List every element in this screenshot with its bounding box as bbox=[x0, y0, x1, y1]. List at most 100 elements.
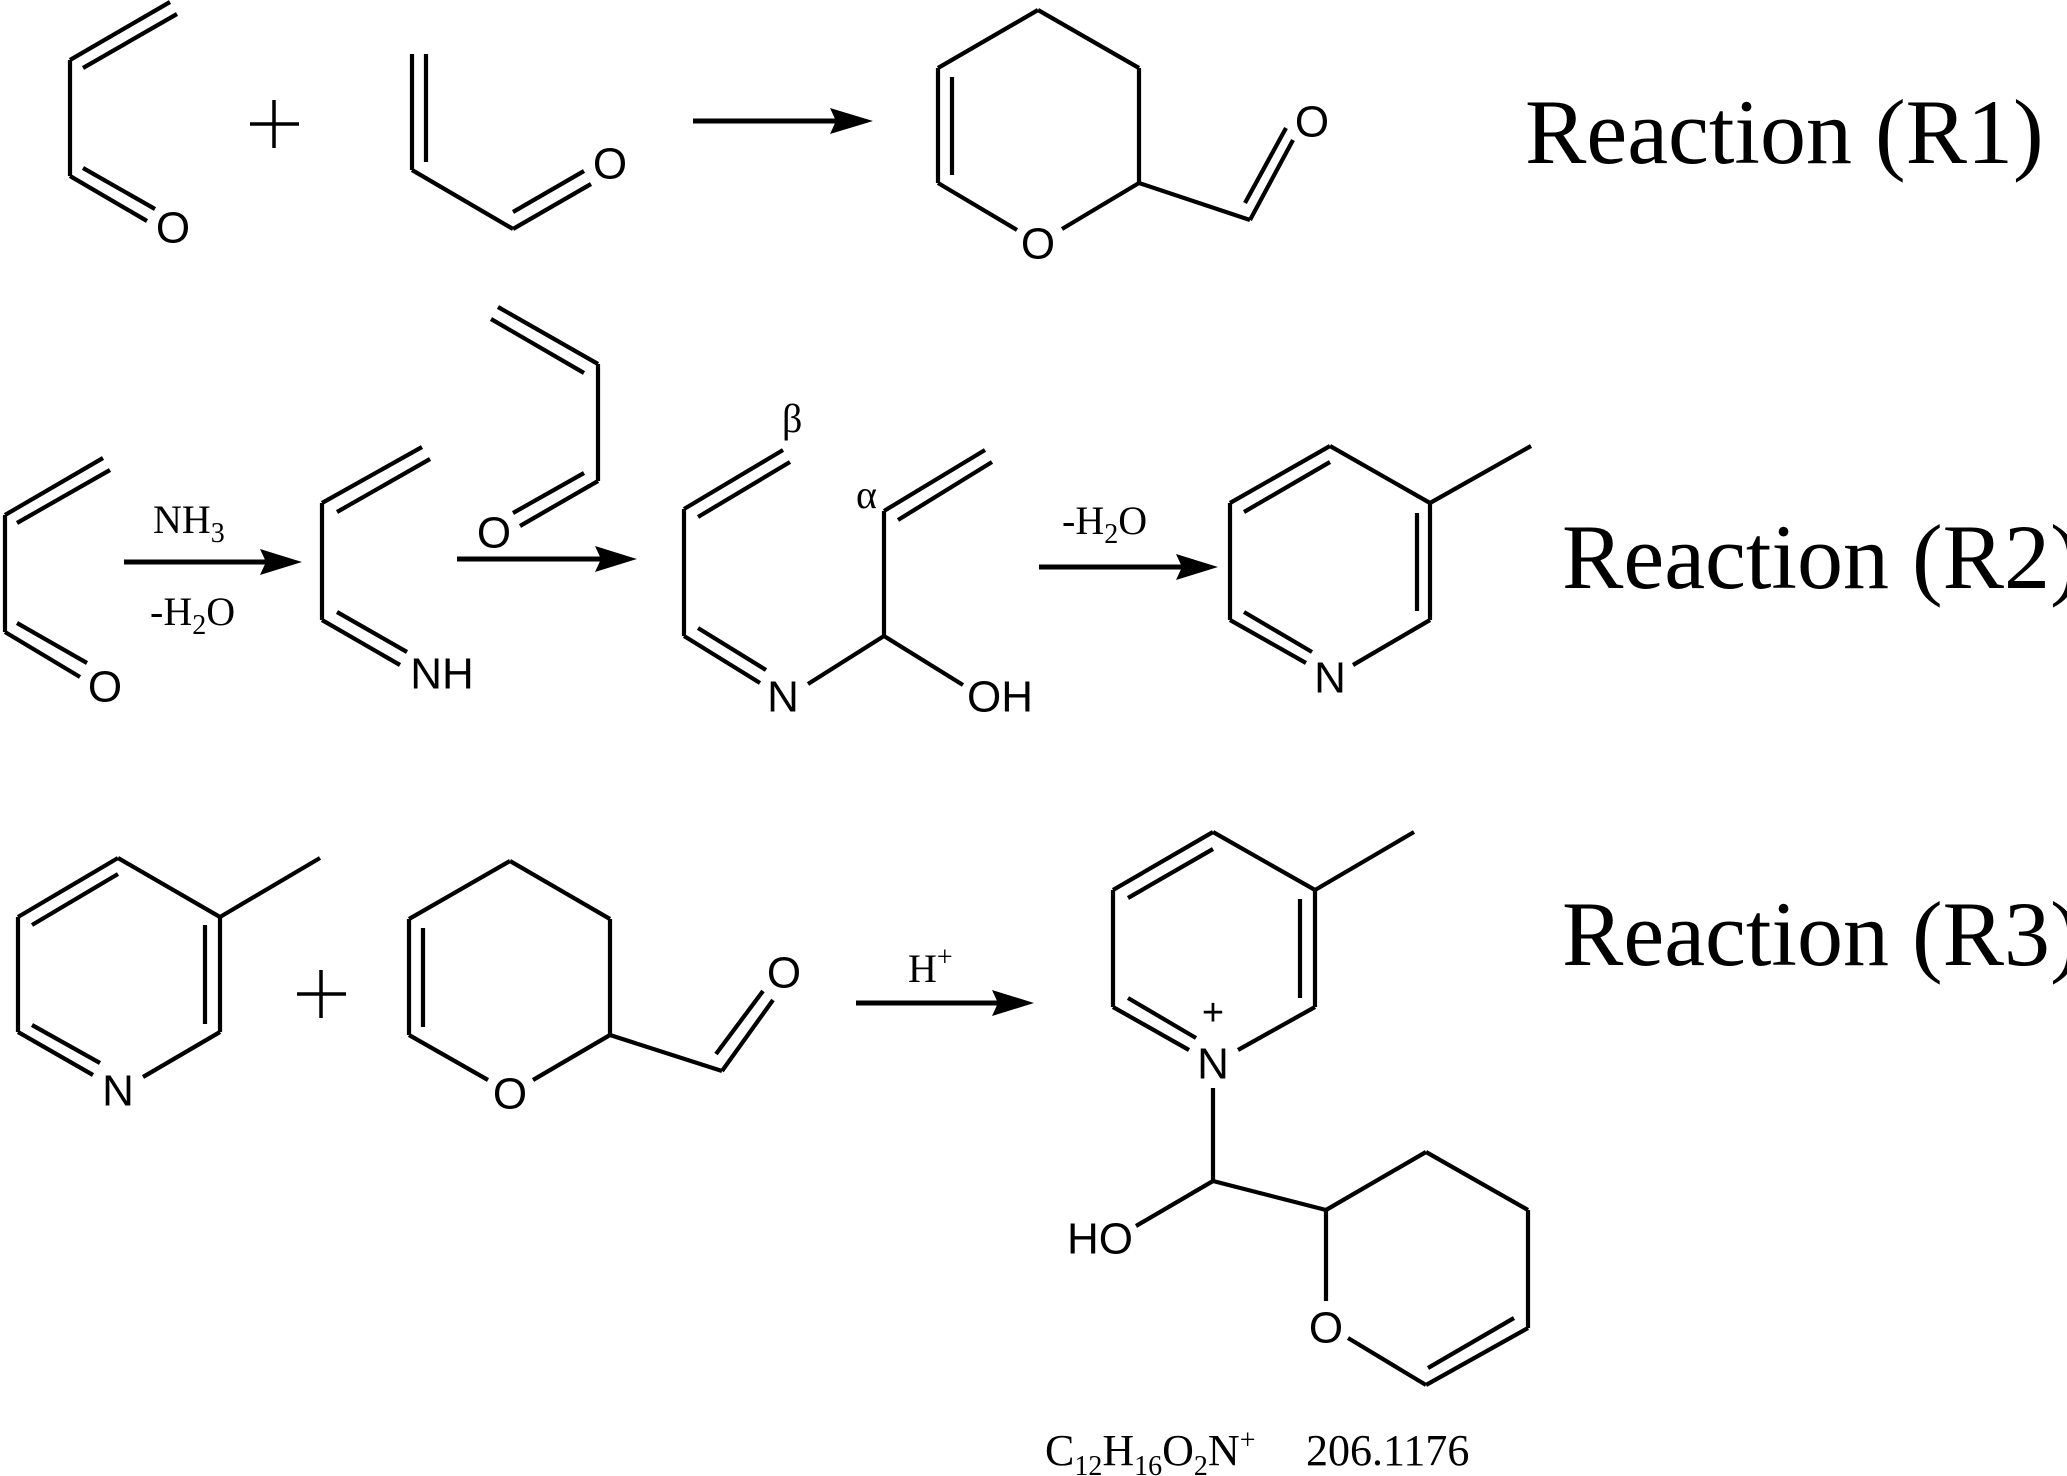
oxygen-atom: O bbox=[156, 204, 190, 253]
r2-imine: NH bbox=[319, 445, 474, 699]
nitrogen-atom: N bbox=[767, 673, 799, 722]
bond bbox=[141, 1030, 222, 1079]
nh-group: NH bbox=[410, 650, 474, 699]
bond bbox=[1236, 1005, 1317, 1052]
bond bbox=[3, 456, 105, 517]
bond bbox=[531, 1033, 612, 1082]
bond bbox=[1111, 830, 1215, 892]
bond bbox=[68, 174, 149, 223]
bond bbox=[806, 634, 886, 686]
bond bbox=[1242, 610, 1314, 654]
condition-minus-water: -H2O bbox=[150, 589, 235, 641]
bond bbox=[16, 1030, 95, 1077]
bond bbox=[696, 460, 792, 519]
bond bbox=[16, 856, 120, 919]
bond bbox=[1134, 1179, 1215, 1228]
r3-reactant-dihydropyran-carbaldehyde: O O bbox=[406, 859, 801, 1119]
bond bbox=[682, 448, 785, 511]
r3-reactant-3-methylpyridine: N bbox=[15, 856, 322, 1116]
bond bbox=[1313, 830, 1416, 892]
bond bbox=[1328, 444, 1432, 505]
ring-oxygen-atom: O bbox=[1309, 1304, 1343, 1353]
bond bbox=[511, 182, 593, 231]
hydroxyl-group: OH bbox=[967, 673, 1033, 722]
bond bbox=[896, 460, 994, 522]
r2-reactant-acrolein: O bbox=[2, 456, 122, 712]
reaction-arrow-icon bbox=[1039, 554, 1218, 580]
bond bbox=[609, 1033, 723, 1073]
reaction-label-r1: Reaction (R1) bbox=[1525, 81, 2044, 183]
bond bbox=[1242, 460, 1332, 514]
oxygen-atom: O bbox=[88, 663, 122, 712]
carbonyl-oxygen-atom: O bbox=[767, 949, 801, 998]
nitrogen-atom: N bbox=[1314, 654, 1346, 703]
product-mass: 206.1176 bbox=[1306, 1426, 1469, 1475]
ring-oxygen-atom: O bbox=[1021, 220, 1055, 269]
ring-oxygen-atom: O bbox=[493, 1070, 527, 1119]
plus-sign-icon bbox=[250, 100, 299, 148]
bond bbox=[1243, 126, 1288, 205]
bond bbox=[1248, 139, 1295, 221]
bond bbox=[81, 12, 179, 70]
reaction-arrow-icon bbox=[856, 990, 1034, 1016]
reaction-arrow-icon bbox=[124, 549, 302, 575]
bond bbox=[81, 166, 157, 211]
condition-minus-water: -H2O bbox=[1062, 498, 1147, 550]
r3-product-pyridinium-adduct: N + HO O bbox=[1067, 830, 1531, 1387]
bond bbox=[407, 859, 512, 921]
plus-sign-icon bbox=[297, 970, 346, 1018]
reaction-r3: N O O H+ bbox=[15, 830, 2067, 1476]
r2-reagent-acrolein: O bbox=[477, 305, 601, 558]
reaction-r2: O NH3 -H2O NH O bbox=[2, 305, 2067, 722]
bond bbox=[511, 471, 586, 515]
bond bbox=[116, 856, 222, 919]
bond bbox=[320, 618, 402, 667]
bond bbox=[489, 317, 586, 375]
bond bbox=[1138, 181, 1251, 222]
bond bbox=[15, 621, 89, 665]
condition-ammonia: NH3 bbox=[153, 497, 225, 549]
nitrogen-atom: N bbox=[102, 1067, 134, 1116]
bond bbox=[15, 468, 112, 525]
bond bbox=[320, 445, 424, 505]
bond bbox=[30, 872, 120, 927]
bond bbox=[68, 0, 172, 62]
bond bbox=[936, 181, 1019, 232]
bond bbox=[714, 989, 765, 1056]
reaction-label-r2: Reaction (R2) bbox=[1562, 506, 2067, 608]
bond bbox=[3, 630, 82, 679]
bond bbox=[882, 634, 965, 687]
product-formula: C12H16O2N+ bbox=[1045, 1425, 1256, 1476]
bond bbox=[882, 448, 987, 513]
bond bbox=[1211, 830, 1317, 892]
carbonyl-oxygen-atom: O bbox=[1295, 98, 1329, 147]
reaction-label-r3: Reaction (R3) bbox=[1562, 883, 2067, 985]
bond bbox=[696, 626, 768, 672]
bond bbox=[1346, 1336, 1428, 1387]
bond bbox=[1060, 181, 1141, 231]
bond bbox=[1036, 8, 1141, 70]
r2-intermediate: β N OH α bbox=[681, 396, 1033, 722]
bond bbox=[1126, 996, 1198, 1040]
reaction-arrow-icon bbox=[693, 108, 873, 134]
bond bbox=[518, 479, 600, 528]
bond bbox=[682, 634, 762, 685]
r1-product-dihydropyran-carbaldehyde: O O bbox=[935, 8, 1329, 269]
bond bbox=[1324, 1150, 1428, 1212]
bond bbox=[720, 998, 775, 1073]
bond bbox=[1428, 444, 1533, 505]
bond bbox=[508, 859, 612, 921]
condition-acid: H+ bbox=[908, 942, 953, 991]
oxygen-atom: O bbox=[477, 509, 511, 558]
bond bbox=[1111, 1005, 1191, 1052]
bond bbox=[1424, 1326, 1530, 1387]
bond bbox=[511, 169, 586, 214]
nitrogen-atom: N bbox=[1197, 1040, 1229, 1089]
r1-reactant-acrolein-1: O bbox=[67, 0, 190, 253]
r2-product-3-methylpyridine: N bbox=[1227, 444, 1533, 703]
beta-label: β bbox=[782, 396, 802, 441]
positive-charge-icon: + bbox=[1202, 992, 1224, 1034]
bond bbox=[1212, 1178, 1327, 1213]
bond bbox=[410, 168, 515, 231]
